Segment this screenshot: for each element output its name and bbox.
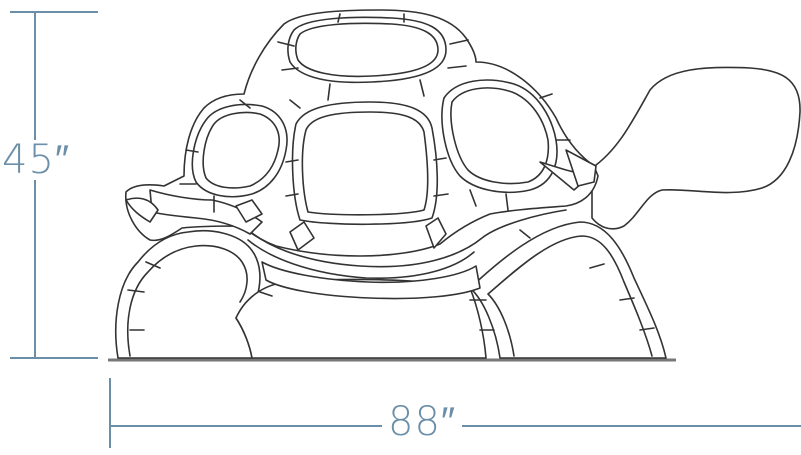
turtle-left-leg — [115, 229, 261, 359]
scute-center-inner — [301, 111, 429, 216]
shell-bottom-band — [261, 261, 481, 300]
joint-plate-left — [235, 199, 263, 223]
tail-plate — [125, 197, 159, 223]
turtle-head — [591, 66, 801, 230]
scute-top-inner — [295, 22, 439, 78]
shell-rim-inner — [247, 239, 475, 280]
scute-top — [287, 16, 447, 84]
width-dimension-label: 88″ — [382, 402, 463, 442]
shell-rim-outer — [243, 209, 567, 268]
scute-center — [291, 101, 439, 226]
scute-left-inner — [202, 111, 280, 189]
turtle-outline — [115, 9, 801, 359]
turtle-right-leg — [469, 221, 667, 359]
joint-plate-center-left — [289, 221, 315, 251]
turtle-left-leg-inner — [127, 244, 248, 357]
height-dimension-label: 45″ — [0, 140, 77, 180]
joint-plate-center-right — [425, 217, 447, 249]
turtle-right-leg-inner — [487, 235, 653, 357]
neck-joint — [565, 149, 597, 187]
shell-lower-left-band — [149, 189, 263, 235]
shell-segment-lines — [127, 13, 655, 331]
scute-left — [191, 103, 288, 198]
